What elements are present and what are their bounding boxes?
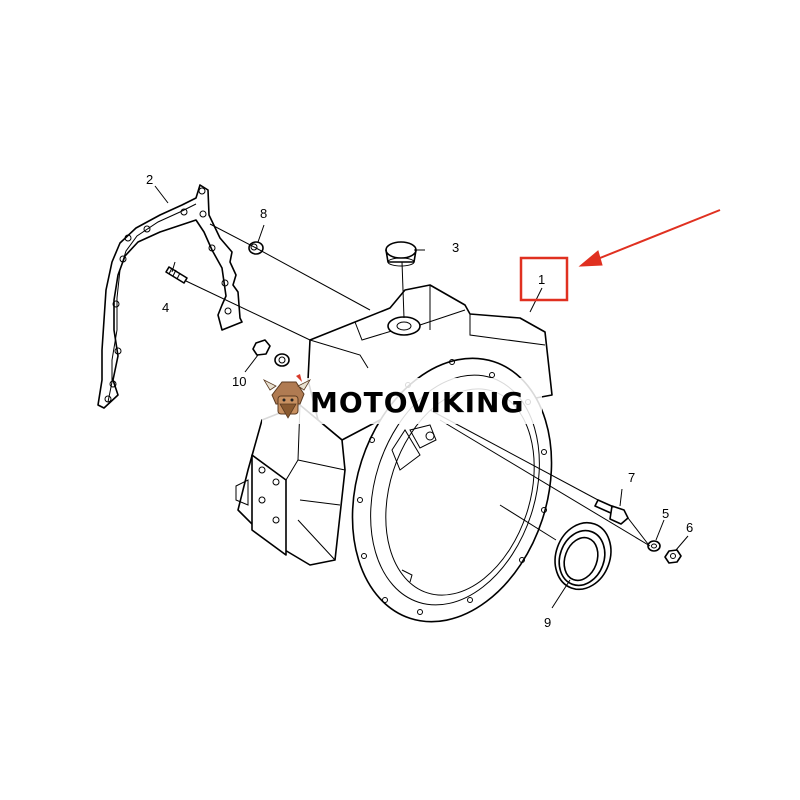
bolt-part [594, 499, 629, 525]
highlight-arrow-icon [589, 209, 721, 263]
callout-2: 2 [146, 172, 153, 187]
callout-7: 7 [628, 470, 635, 485]
highlight-annotation [519, 209, 721, 302]
callout-10: 10 [232, 374, 246, 389]
watermark: MOTOVIKING [262, 374, 542, 424]
callout-9: 9 [544, 615, 551, 630]
viking-mascot-logo [262, 374, 312, 419]
watermark-text: MOTOVIKING [310, 386, 524, 419]
callout-4: 4 [162, 300, 169, 315]
callouts: 1 2 3 4 5 6 7 8 9 10 [146, 172, 693, 630]
callout-6: 6 [686, 520, 693, 535]
callout-8: 8 [260, 206, 267, 221]
gasket-part [97, 184, 243, 409]
highlight-box [519, 256, 569, 302]
stud-part [165, 266, 188, 284]
washer-part [647, 540, 661, 552]
callout-5: 5 [662, 506, 669, 521]
callout-1: 1 [538, 272, 545, 287]
nut-part [664, 549, 682, 564]
oil-seal-part [554, 521, 612, 591]
flywheel-housing-part [235, 284, 553, 623]
leader-lines [154, 185, 689, 609]
callout-3: 3 [452, 240, 459, 255]
plug-part [385, 241, 417, 267]
drain-plug-part [252, 339, 290, 367]
